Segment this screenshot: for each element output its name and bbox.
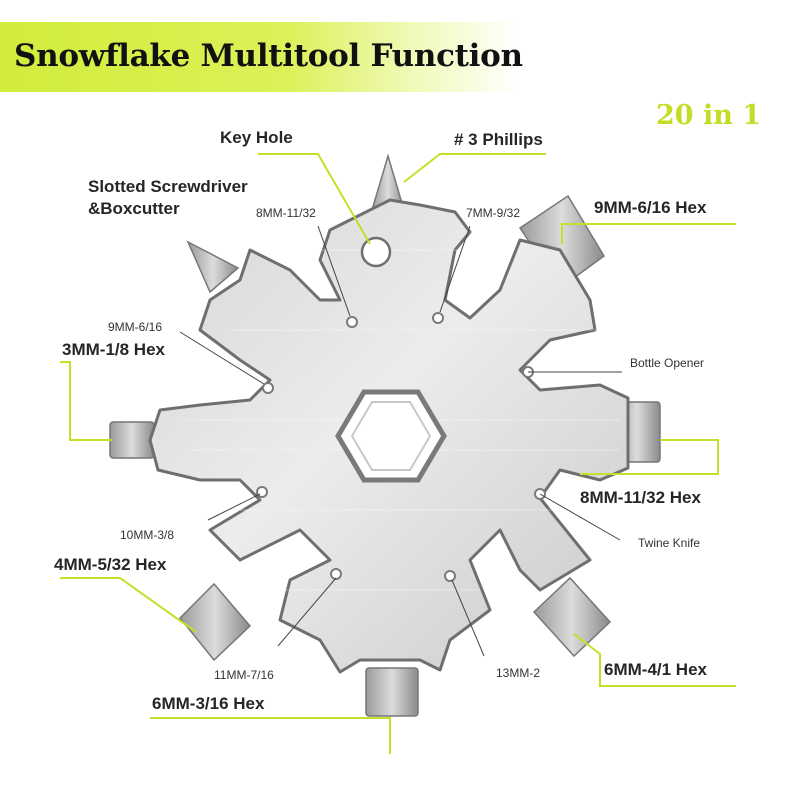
label-hex-6mm-3-16: 6MM-3/16 Hex bbox=[152, 694, 265, 713]
label-slotted-screwdriver: Slotted Screwdriver &Boxcutter bbox=[88, 177, 248, 218]
label-wrench-10mm: 10MM-3/8 bbox=[120, 528, 175, 542]
label-wrench-7mm: 7MM-9/32 bbox=[466, 206, 521, 220]
count-badge: 20 in 1 bbox=[656, 100, 762, 131]
label-hex-3mm: 3MM-1/8 Hex bbox=[62, 340, 165, 359]
header-banner bbox=[0, 22, 520, 92]
blade-tip bbox=[186, 240, 240, 294]
label-wrench-13mm: 13MM-2 bbox=[496, 666, 541, 680]
hex-bit-bottom-right bbox=[532, 576, 612, 658]
label-key-hole: Key Hole bbox=[220, 128, 293, 147]
center-hex-hole bbox=[335, 389, 447, 483]
label-wrench-8mm: 8MM-11/32 bbox=[256, 206, 316, 220]
label-phillips: # 3 Phillips bbox=[454, 130, 543, 149]
label-bottle-opener: Bottle Opener bbox=[630, 356, 705, 370]
label-hex-6mm-4-1: 6MM-4/1 Hex bbox=[604, 660, 707, 679]
pointer-lines bbox=[179, 225, 622, 657]
label-twine-knife: Twine Knife bbox=[638, 536, 701, 550]
label-wrench-11mm: 11MM-7/16 bbox=[214, 668, 274, 682]
label-wrench-9mm: 9MM-6/16 bbox=[108, 320, 163, 334]
label-hex-9mm: 9MM-6/16 Hex bbox=[594, 198, 707, 217]
hex-bit-bottom bbox=[365, 667, 419, 717]
page-title: Snowflake Multitool Function bbox=[14, 38, 523, 74]
hex-bit-bottom-left bbox=[178, 582, 252, 662]
label-hex-4mm: 4MM-5/32 Hex bbox=[54, 555, 167, 574]
key-hole-cutout bbox=[360, 236, 392, 268]
label-hex-8mm: 8MM-11/32 Hex bbox=[580, 488, 701, 507]
leader-lines bbox=[60, 153, 736, 754]
hex-bit-left bbox=[109, 421, 155, 459]
